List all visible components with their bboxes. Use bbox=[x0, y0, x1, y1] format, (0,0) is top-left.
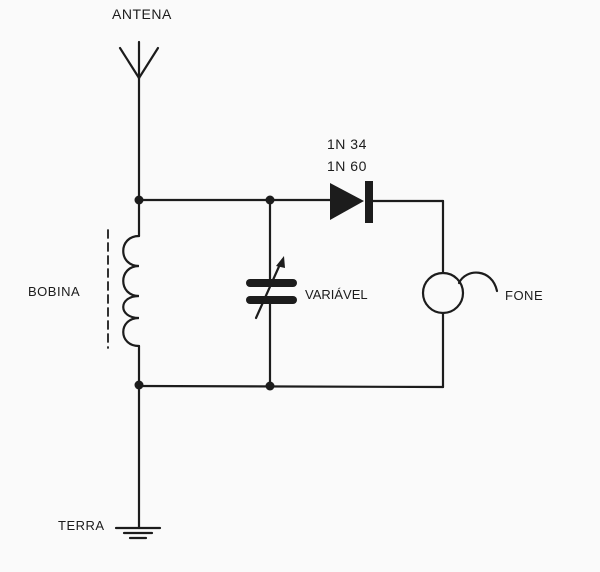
junction-dot bbox=[134, 380, 144, 390]
diode-cathode-bar bbox=[365, 181, 373, 223]
ground-label: TERRA bbox=[58, 518, 105, 533]
earphone-symbol bbox=[421, 271, 465, 315]
coil-label: BOBINA bbox=[28, 284, 81, 299]
junction-dot bbox=[265, 381, 275, 391]
earphone-label: FONE bbox=[505, 288, 544, 303]
antenna-label: ANTENA bbox=[112, 6, 172, 22]
capacitor-arrow-head bbox=[276, 256, 285, 268]
junction-dot bbox=[265, 195, 275, 205]
ground-symbol bbox=[114, 526, 162, 540]
junction-dot bbox=[134, 195, 144, 205]
bottom-wire bbox=[137, 384, 445, 389]
capacitor-variable-arrow bbox=[254, 260, 283, 320]
capacitor-label: VARIÁVEL bbox=[305, 287, 368, 302]
coil-inductor bbox=[122, 234, 141, 348]
earphone-hook bbox=[457, 271, 499, 293]
diode-label-2: 1N 60 bbox=[327, 158, 367, 174]
diode-label-1: 1N 34 bbox=[327, 136, 367, 152]
antenna-symbol bbox=[118, 40, 160, 202]
diode-triangle bbox=[330, 183, 364, 220]
